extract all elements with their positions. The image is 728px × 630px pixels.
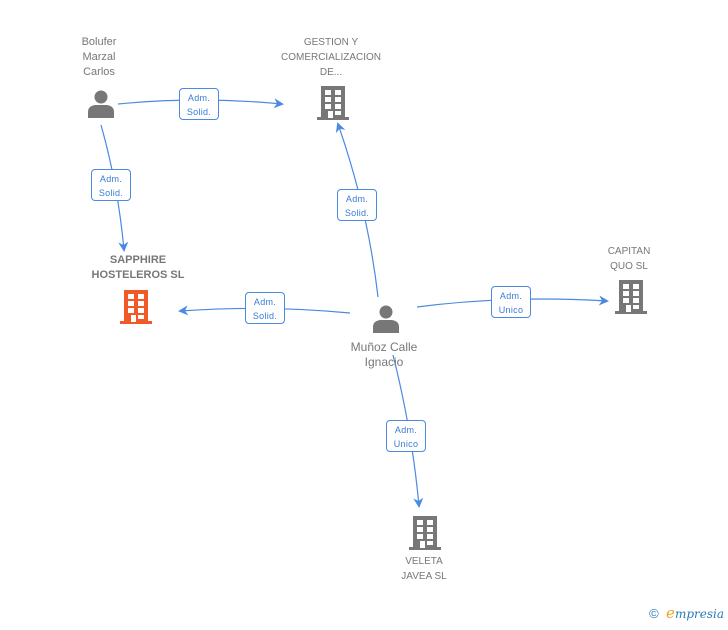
label-line: Adm. bbox=[253, 297, 277, 307]
label-line: Solid. bbox=[186, 107, 212, 117]
edge-label-bolufer-sapphire[interactable]: Adm. Solid. bbox=[91, 169, 131, 201]
label-line: Solid. bbox=[98, 188, 124, 198]
building-icon[interactable] bbox=[317, 86, 349, 120]
person-icon[interactable] bbox=[86, 88, 116, 118]
label-line: Adm. bbox=[345, 194, 369, 204]
brand-logo: empresia bbox=[666, 604, 724, 622]
label-line: JAVEA SL bbox=[401, 571, 447, 582]
label-line: Solid. bbox=[252, 311, 278, 321]
label-line: HOSTELEROS SL bbox=[91, 269, 185, 281]
node-label-veleta[interactable]: VELETA JAVEA SL bbox=[401, 554, 446, 584]
label-line: Adm. bbox=[394, 425, 418, 435]
label-line: Adm. bbox=[99, 174, 123, 184]
label-line: Adm. bbox=[499, 291, 523, 301]
label-line: Muñoz Calle bbox=[350, 340, 418, 354]
label-line: Marzal bbox=[82, 51, 116, 63]
node-label-gestion[interactable]: GESTION Y COMERCIALIZACION DE... bbox=[281, 35, 381, 80]
label-line: QUO SL bbox=[610, 261, 648, 272]
node-label-sapphire[interactable]: SAPPHIRE HOSTELEROS SL bbox=[92, 253, 185, 283]
label-line: Carlos bbox=[83, 66, 115, 78]
node-label-bolufer[interactable]: Bolufer Marzal Carlos bbox=[82, 35, 117, 80]
edge-label-munoz-capitan[interactable]: Adm. Unico bbox=[491, 286, 531, 318]
label-line: Unico bbox=[393, 439, 419, 449]
label-line: VELETA bbox=[405, 556, 443, 567]
brand-first-letter: e bbox=[666, 604, 675, 622]
label-line: CAPITAN bbox=[607, 246, 651, 257]
node-label-capitan[interactable]: CAPITAN QUO SL bbox=[608, 244, 651, 274]
label-line: GESTION Y bbox=[303, 37, 359, 48]
label-line: COMERCIALIZACION bbox=[280, 52, 382, 63]
copyright-icon: © bbox=[649, 606, 659, 621]
node-label-munoz[interactable]: Muñoz Calle Ignacio bbox=[351, 340, 418, 370]
brand-rest: mpresia bbox=[674, 607, 724, 621]
label-line: Ignacio bbox=[364, 355, 404, 369]
edge-label-munoz-sapphire[interactable]: Adm. Solid. bbox=[245, 292, 285, 324]
label-line: Solid. bbox=[344, 208, 370, 218]
building-icon[interactable] bbox=[615, 280, 647, 314]
label-line: Bolufer bbox=[81, 36, 117, 48]
footer-brand[interactable]: © empresia bbox=[649, 604, 724, 622]
building-icon-highlighted[interactable] bbox=[120, 290, 152, 324]
edge-label-munoz-gestion[interactable]: Adm. Solid. bbox=[337, 189, 377, 221]
label-line: SAPPHIRE bbox=[109, 254, 167, 266]
label-line: Unico bbox=[498, 305, 524, 315]
building-icon[interactable] bbox=[409, 516, 441, 550]
person-icon[interactable] bbox=[371, 303, 401, 333]
edge-label-bolufer-gestion[interactable]: Adm. Solid. bbox=[179, 88, 219, 120]
label-line: Adm. bbox=[187, 93, 211, 103]
label-line: DE... bbox=[319, 67, 343, 78]
edge-label-munoz-veleta[interactable]: Adm. Unico bbox=[386, 420, 426, 452]
